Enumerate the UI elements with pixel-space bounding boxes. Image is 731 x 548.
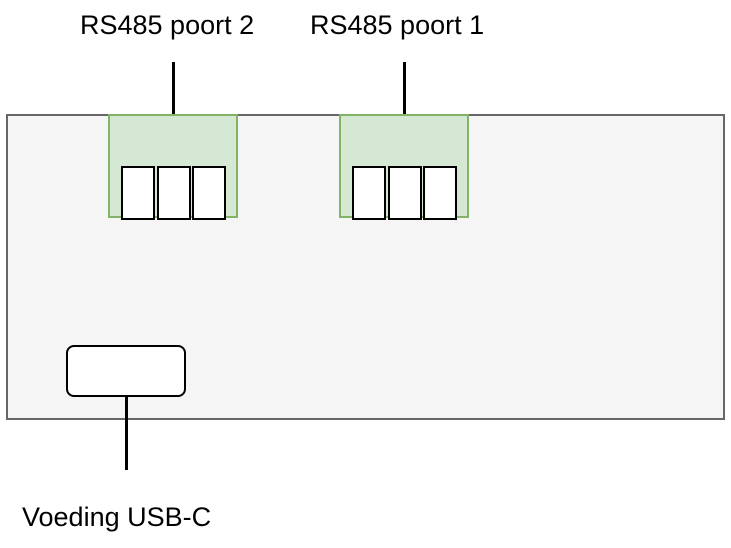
rs485-port-2-connector — [108, 114, 238, 220]
power-leader-line — [125, 396, 128, 470]
rs485-port-2-leader-line — [172, 62, 175, 116]
rs485-port-1-pin-2 — [388, 166, 422, 220]
usb-c-port — [66, 345, 186, 397]
rs485-port-1-pin-3 — [423, 166, 457, 220]
rs485-port-2-pin-3 — [192, 166, 226, 220]
rs485-port-2-pin-1 — [121, 166, 155, 220]
rs485-port-1-leader-line — [403, 62, 406, 116]
rs485-port-1-pin-1 — [352, 166, 386, 220]
rs485-port-2-pin-2 — [157, 166, 191, 220]
rs485-port-1-label: RS485 poort 1 — [310, 10, 485, 40]
rs485-port-2-label: RS485 poort 2 — [80, 10, 255, 40]
rs485-port-1-connector — [339, 114, 469, 220]
power-usb-c-label: Voeding USB-C — [22, 502, 212, 532]
